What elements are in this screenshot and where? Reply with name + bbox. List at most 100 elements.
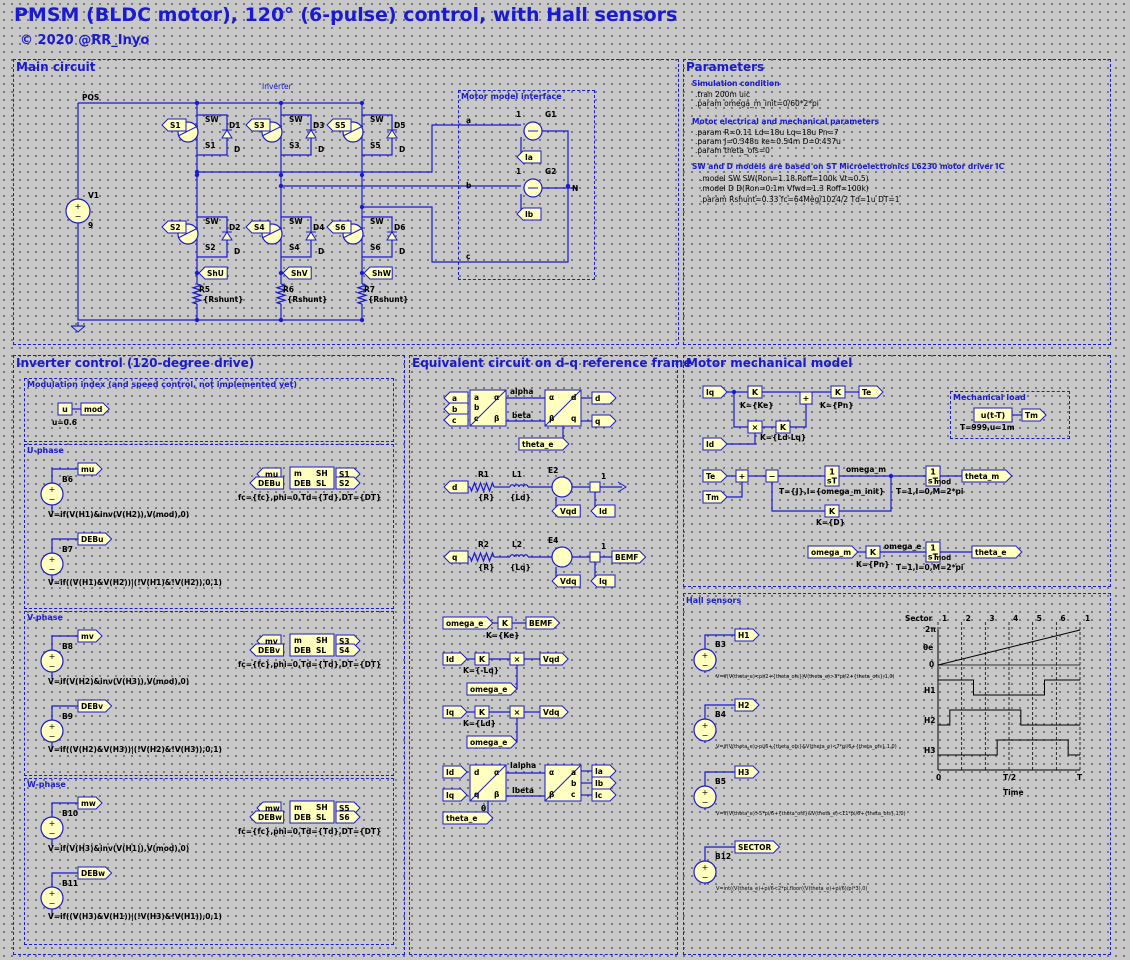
source-name: B6 <box>62 475 73 484</box>
net-label-text: S2 <box>170 223 181 232</box>
net-label-text: omega_e <box>470 685 507 694</box>
junction-dot <box>194 169 200 175</box>
net-label-text: d <box>595 394 600 403</box>
net-label <box>702 469 728 483</box>
net-label-text: mu <box>265 470 278 479</box>
voltage-source: +− <box>40 886 64 910</box>
signal-label: Ialpha <box>510 761 536 770</box>
diode-symbol <box>386 231 398 241</box>
modulo-label: mod <box>934 478 951 486</box>
port-label: d <box>571 393 576 402</box>
summer-block: + <box>799 391 813 405</box>
plus-sign: + <box>49 485 56 494</box>
v-phase-title: V-phase <box>27 613 63 622</box>
labels-layer: POSInverterV19S1SWS1D1DS2SWS2D2DShUR5{Rs… <box>48 82 1090 922</box>
switch-contact <box>342 227 364 239</box>
net-label <box>734 840 781 854</box>
net-label <box>77 866 113 880</box>
motor-interface-title: Motor model interface <box>461 92 562 101</box>
shunt-name: R5 <box>199 285 210 294</box>
net-label <box>807 545 859 559</box>
net-label <box>539 652 569 666</box>
gain-param: K={D} <box>816 518 845 527</box>
source-expression: V=if(V(H1)&inv(V(H2)),V(mod),0) <box>48 510 189 519</box>
resistor <box>469 551 495 563</box>
net-label-text: theta_e <box>446 814 478 823</box>
net-label-text: DEBw <box>81 869 105 878</box>
diode-symbol <box>305 231 317 241</box>
junction-dot <box>194 317 200 323</box>
wire <box>51 635 78 650</box>
sector-label: 2 <box>966 614 971 623</box>
diode-name: D4 <box>313 223 324 232</box>
net-label <box>591 776 617 790</box>
switch-contact <box>342 125 364 137</box>
port-label: c <box>474 414 478 423</box>
net-label-text: omega_m <box>811 548 851 557</box>
param-heading: Simulation condition <box>692 79 780 88</box>
net-label <box>590 574 616 588</box>
g-gain: 1 <box>516 110 521 119</box>
w-phase-frame: W-phase <box>24 778 394 945</box>
switch-model: SW <box>289 115 303 124</box>
junction-dot <box>565 183 571 189</box>
port-label: α <box>549 393 554 402</box>
net-label-text: q <box>595 417 600 426</box>
net-label-text: Ia <box>595 767 603 776</box>
plus-sign: + <box>702 863 709 872</box>
parts-layer: +−u+−+−+−+−+−+−KK×K×K+K×Ku(t-T)+−1sT1sTK… <box>40 100 1081 910</box>
param-heading: SW and D models are based on ST Microele… <box>692 162 1005 171</box>
net-label <box>466 735 518 749</box>
net-label <box>702 437 728 451</box>
wire <box>197 124 521 173</box>
wire <box>733 392 748 428</box>
deb-block <box>289 800 335 824</box>
mechanical-load-frame: Mechanical load <box>950 391 1070 439</box>
plus-sign: + <box>49 652 56 661</box>
gain-block: K <box>824 504 840 518</box>
net-label <box>1021 408 1047 422</box>
net-label-text: Id <box>446 655 454 664</box>
wire <box>77 103 362 321</box>
switch-name: S5 <box>370 141 381 150</box>
block-text: × <box>514 655 521 664</box>
sensor-expression: V=if(V(theta_e)>5*pi/6+{theta_ofs}&V(the… <box>716 811 906 817</box>
port-label: θ <box>481 804 486 813</box>
phase-c-label: c <box>466 252 470 261</box>
port-label: q <box>571 414 576 423</box>
junction-dot <box>359 172 365 178</box>
port-label: d <box>474 768 479 777</box>
deb-block <box>289 633 335 657</box>
wire <box>51 872 78 887</box>
diode-name: D3 <box>313 121 324 130</box>
x-tick-label: T/2 <box>1003 773 1016 782</box>
net-label-text: H1 <box>738 631 750 640</box>
minus-sign: − <box>702 798 709 807</box>
sensor-name: B12 <box>715 852 731 861</box>
y-axis-label: θe <box>923 643 933 652</box>
junction-dot <box>888 473 894 479</box>
voltage-source: +− <box>40 719 64 743</box>
gain-block: K <box>865 545 881 559</box>
param-heading: Motor electrical and mechanical paramete… <box>692 117 880 126</box>
junction-dot <box>731 389 737 395</box>
gain-param: K={Ke} <box>486 631 520 640</box>
net-label <box>198 266 228 280</box>
multiplier-block: × <box>509 652 525 666</box>
net-label-text: ShV <box>291 269 308 278</box>
integrator-param: T=1,I=0,M=2*pi <box>896 487 963 496</box>
block-text: sT <box>928 477 939 486</box>
net-label <box>442 811 494 825</box>
junction-dot <box>359 100 365 106</box>
n-label: N <box>572 184 578 193</box>
e-source-name: E4 <box>548 536 558 545</box>
sensor-expression: V=if(V(theta_e)>pi/6+{theta_ofs}&V(theta… <box>716 744 897 750</box>
resistor-name: R1 <box>478 470 489 479</box>
port-label: b <box>571 779 577 788</box>
switch-model: SW <box>289 217 303 226</box>
resistor-name: R2 <box>478 540 489 549</box>
probe-gain: 1 <box>601 542 606 551</box>
junction-dot <box>278 317 284 323</box>
net-label-text: ShW <box>372 269 392 278</box>
